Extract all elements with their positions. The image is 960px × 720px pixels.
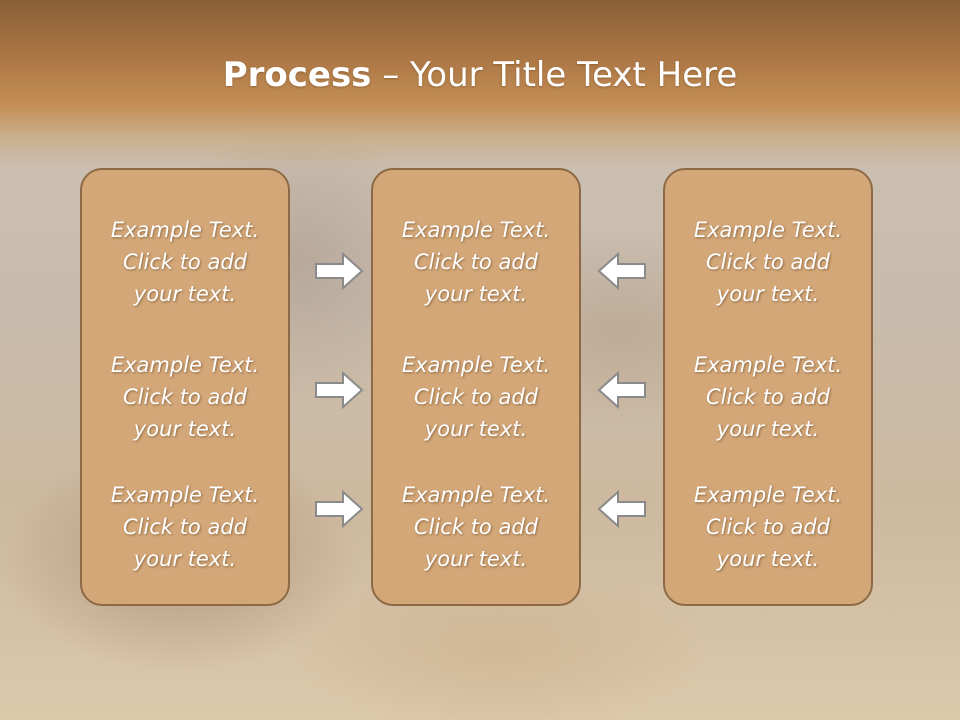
- header-band: [0, 0, 960, 170]
- text-placeholder[interactable]: Example Text. Click to add your text.: [693, 483, 843, 571]
- text-placeholder[interactable]: Example Text. Click to add your text.: [110, 353, 260, 441]
- arrow-left-icon: [597, 251, 646, 291]
- text-placeholder[interactable]: Example Text. Click to add your text.: [693, 353, 843, 441]
- arrow-right-icon: [315, 489, 364, 529]
- title-rest: – Your Title Text Here: [371, 55, 738, 95]
- title-bold: Process: [222, 55, 372, 95]
- text-placeholder[interactable]: Example Text. Click to add your text.: [693, 218, 843, 306]
- process-box-left[interactable]: Example Text. Click to add your text. Ex…: [80, 168, 290, 606]
- slide-title[interactable]: Process – Your Title Text Here: [0, 52, 960, 98]
- arrow-left-icon: [597, 489, 646, 529]
- text-placeholder[interactable]: Example Text. Click to add your text.: [110, 218, 260, 306]
- arrow-right-icon: [315, 370, 364, 410]
- text-placeholder[interactable]: Example Text. Click to add your text.: [110, 483, 260, 571]
- process-box-center[interactable]: Example Text. Click to add your text. Ex…: [371, 168, 581, 606]
- text-placeholder[interactable]: Example Text. Click to add your text.: [401, 483, 551, 571]
- text-placeholder[interactable]: Example Text. Click to add your text.: [401, 218, 551, 306]
- arrow-left-icon: [597, 370, 646, 410]
- process-box-right[interactable]: Example Text. Click to add your text. Ex…: [663, 168, 873, 606]
- text-placeholder[interactable]: Example Text. Click to add your text.: [401, 353, 551, 441]
- arrow-right-icon: [315, 251, 364, 291]
